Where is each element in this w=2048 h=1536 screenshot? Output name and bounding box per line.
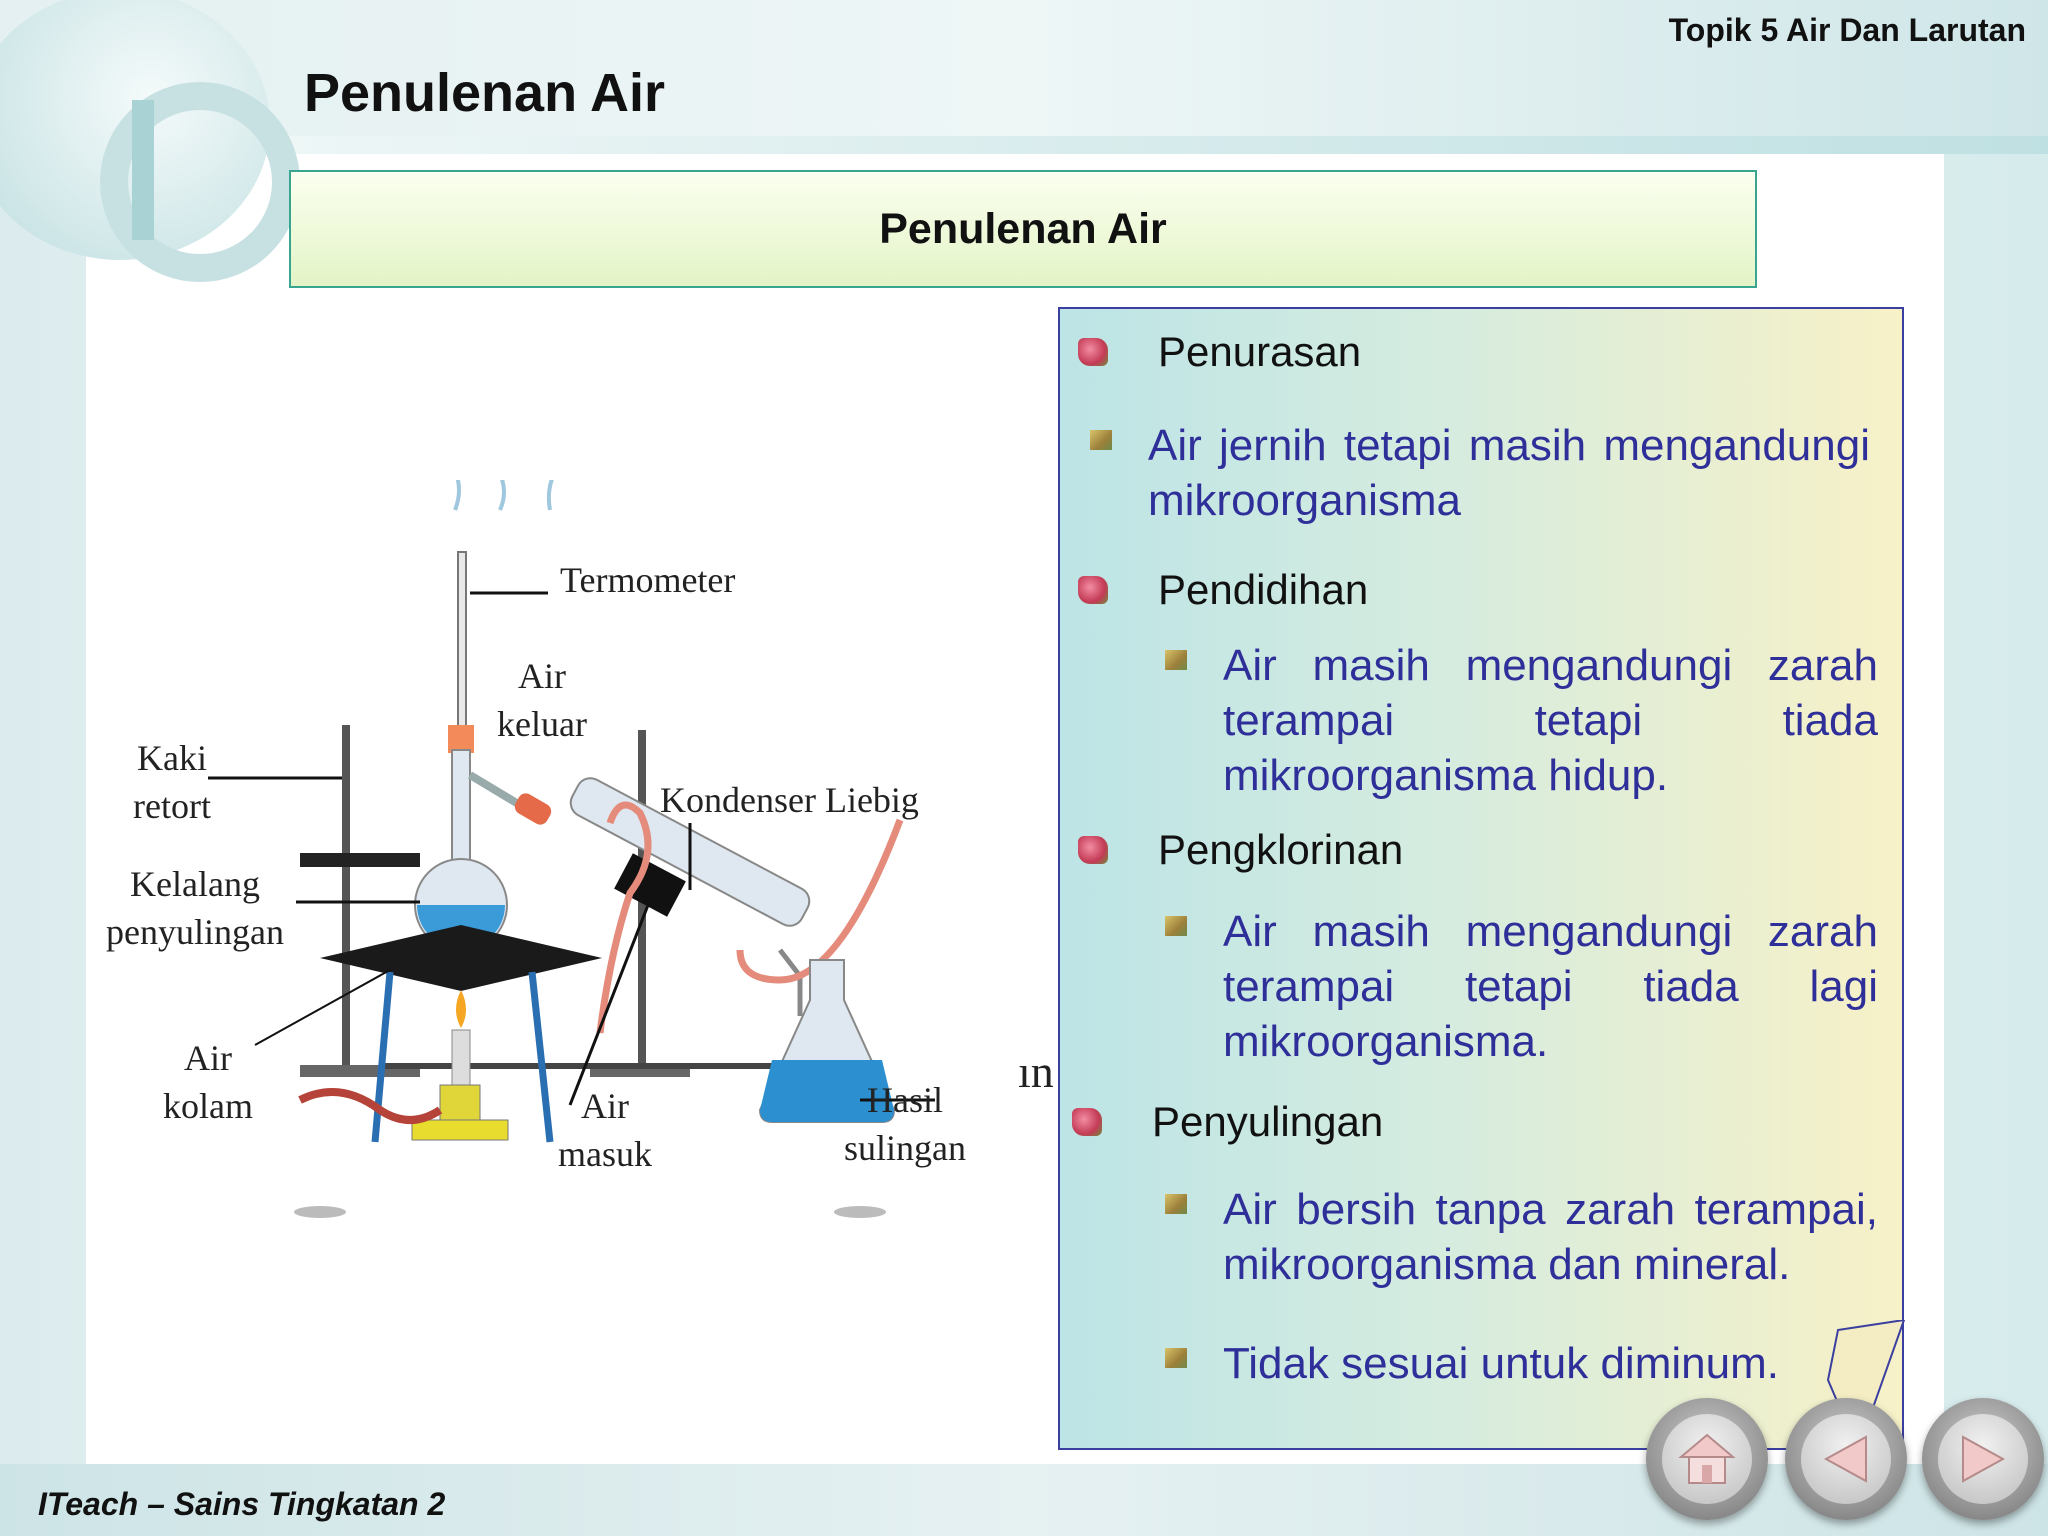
bench [380,1063,860,1069]
shadow [294,1206,346,1218]
label-kelalang: Kelalang [130,864,260,904]
heading-text: Pengklorinan [1158,826,1404,873]
label-hasil: Hasil [867,1080,943,1120]
page-title: Penulenan Air [304,63,666,123]
heading-text: Penurasan [1158,328,1362,375]
steam-wisp [498,480,506,511]
stopper [448,725,474,753]
rose-bullet-icon [1078,338,1108,366]
tripod-leg [528,971,554,1143]
note-heading-3: Pengklorinan [1078,826,1403,874]
note-detail-1: Air jernih tetapi masih mengandungi mikr… [1090,418,1870,528]
detail-text: Air bersih tanpa zarah terampai, mikroor… [1223,1185,1878,1289]
steam-wisp [546,480,554,511]
steam-wisp [453,480,461,511]
next-button[interactable] [1922,1398,2044,1520]
label-keluar: keluar [497,704,587,744]
note-detail-3: Air masih mengandungi zarah terampai tet… [1165,904,1878,1069]
label-air-masuk: Air [581,1086,629,1126]
label-sulingan: sulingan [844,1128,966,1168]
heading-text: Penyulingan [1152,1098,1384,1145]
burner-base [411,1119,509,1141]
home-button[interactable] [1646,1398,1768,1520]
rose-bullet-icon [1078,576,1108,604]
air-kolam-leader [254,969,391,1046]
next-button-face [1938,1414,2028,1504]
note-heading-1: Penurasan [1078,328,1361,376]
burner-body [439,1084,481,1126]
logo-ring [100,82,300,282]
condenser-clamp [614,853,686,917]
wire-gauze [320,925,602,991]
label-retort: retort [133,786,211,826]
obscured-text: ın [1018,1046,1054,1097]
detail-text: Air masih mengandungi zarah terampai tet… [1223,641,1878,800]
label-air-kolam: Air [184,1038,232,1078]
home-button-face [1662,1414,1752,1504]
clamp [300,853,420,867]
note-heading-4: Penyulingan [1072,1098,1383,1146]
condenser-connector [514,793,552,825]
label-masuk: masuk [558,1134,652,1174]
square-bullet-icon [1165,916,1187,936]
label-air-keluar: Air [518,656,566,696]
note-detail-2: Air masih mengandungi zarah terampai tet… [1165,638,1878,803]
gas-tube [298,1088,443,1124]
rose-bullet-icon [1078,836,1108,864]
note-detail-5: Tidak sesuai untuk diminum. [1165,1336,1878,1391]
next-arrow-icon [1962,1435,2006,1483]
previous-button[interactable] [1785,1398,1907,1520]
topic-label: Topik 5 Air Dan Larutan [1668,12,2026,48]
thermometer [457,551,467,753]
header-stripe [280,136,2048,154]
distillation-diagram: Termometer Air keluar Kaki retort Konden… [106,480,966,1218]
square-bullet-icon [1165,1194,1187,1214]
label-kondenser: Kondenser Liebig [660,780,919,820]
rose-bullet-icon [1072,1108,1102,1136]
air-masuk-leader [568,899,652,1106]
detail-text: Air jernih tetapi masih mengandungi mikr… [1148,421,1870,525]
tripod-leg [371,971,394,1143]
burner-flame [456,990,466,1028]
retort-stand-rod [342,725,350,1070]
flask-neck [451,749,471,861]
note-box [1058,307,1904,1450]
note-detail-4: Air bersih tanpa zarah terampai, mikroor… [1165,1182,1878,1292]
square-bullet-icon [1165,1348,1187,1368]
home-icon [1678,1433,1736,1484]
distillate [760,1060,894,1122]
side-arm [467,771,523,809]
square-bullet-icon [1090,430,1112,450]
header-band [0,0,2048,150]
detail-text: Air masih mengandungi zarah terampai tet… [1223,907,1878,1066]
label-termometer: Termometer [560,560,735,600]
section-title-box: Penulenan Air [289,170,1757,288]
footer-text: ITeach – Sains Tingkatan 2 [38,1486,446,1522]
label-penyulingan: penyulingan [106,912,284,952]
detail-text: Tidak sesuai untuk diminum. [1223,1339,1779,1388]
section-title: Penulenan Air [879,204,1167,253]
previous-button-face [1801,1414,1891,1504]
water-out-tube [596,801,652,1034]
water-in-tube [736,818,904,984]
heading-text: Pendidihan [1158,566,1369,613]
burner-tube [451,1029,471,1091]
previous-arrow-icon [1823,1435,1867,1483]
square-bullet-icon [1165,650,1187,670]
note-heading-2: Pendidihan [1078,566,1368,614]
shadow [834,1206,886,1218]
label-kaki: Kaki [137,738,207,778]
label-kolam: kolam [163,1086,253,1126]
logo-bar [132,100,154,240]
